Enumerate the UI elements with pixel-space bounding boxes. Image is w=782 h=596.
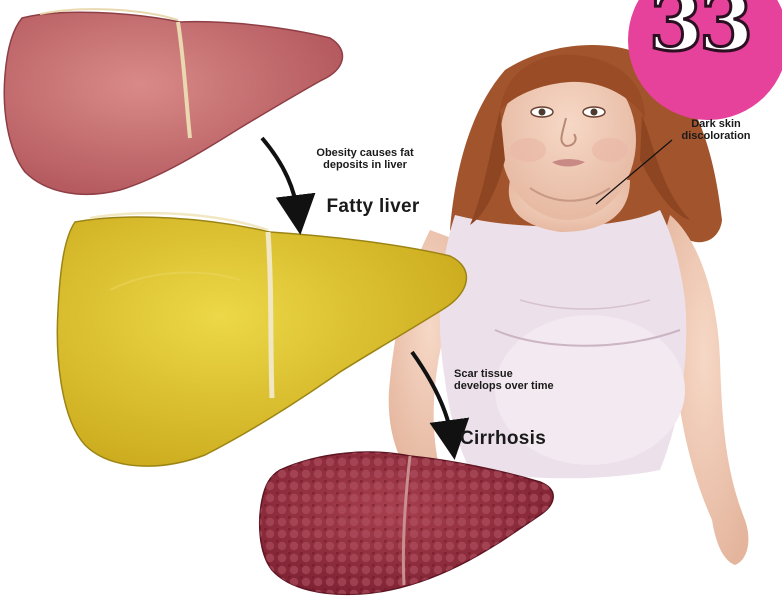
fatty-liver-label: Fatty liver [318, 196, 428, 218]
cirrhosis-label: Cirrhosis [460, 428, 570, 450]
healthy-liver [4, 9, 342, 194]
skin-discoloration-note: Dark skin discoloration [668, 118, 764, 142]
cirrhotic-liver [260, 452, 553, 594]
scar-tissue-note: Scar tissue develops over time [454, 368, 584, 392]
obesity-note: Obesity causes fat deposits in liver [300, 147, 430, 171]
arrow-to-fatty [262, 138, 298, 215]
badge-number: 33 [634, 0, 764, 69]
